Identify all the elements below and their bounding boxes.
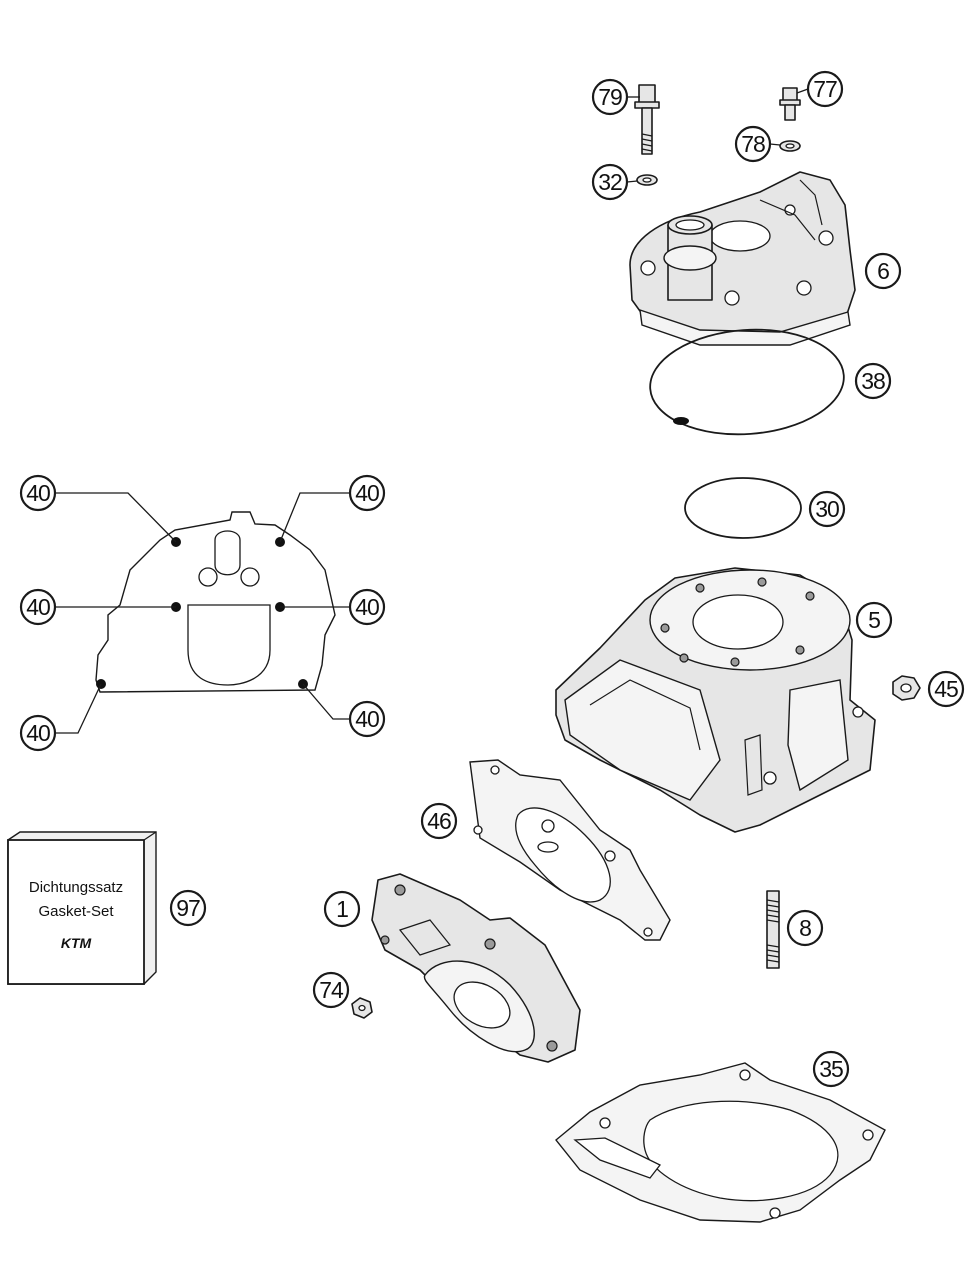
svg-text:1: 1 <box>336 896 348 922</box>
o-ring-38 <box>649 328 845 436</box>
callout-6: 6 <box>864 252 902 290</box>
callout-40-top-left: 40 <box>19 474 57 512</box>
callout-78: 78 <box>734 125 772 163</box>
callout-77: 77 <box>806 70 844 108</box>
gasket-set-label-de: Dichtungssatz <box>29 879 123 896</box>
gasket-46 <box>469 759 671 941</box>
o-ring-30 <box>684 477 802 539</box>
callout-32: 32 <box>591 163 629 201</box>
svg-text:79: 79 <box>598 84 622 110</box>
svg-text:40: 40 <box>26 480 50 506</box>
svg-text:40: 40 <box>355 594 379 620</box>
leader-lines <box>55 88 809 734</box>
callout-40-mid-left: 40 <box>19 588 57 626</box>
stud-8 <box>766 890 780 969</box>
callout-40-mid-right: 40 <box>348 588 386 626</box>
svg-text:5: 5 <box>868 607 880 633</box>
ktm-logo: KTM <box>61 935 92 951</box>
svg-text:38: 38 <box>861 368 885 394</box>
callout-8: 8 <box>786 909 824 947</box>
callout-38: 38 <box>854 362 892 400</box>
callout-46: 46 <box>420 802 458 840</box>
callout-1: 1 <box>323 890 361 928</box>
callout-40-bottom-left: 40 <box>19 714 57 752</box>
intake-flange-1 <box>371 873 581 1063</box>
svg-text:74: 74 <box>319 977 344 1003</box>
svg-text:78: 78 <box>741 131 765 157</box>
callout-5: 5 <box>855 601 893 639</box>
callout-74: 74 <box>312 971 350 1009</box>
svg-text:45: 45 <box>934 676 958 702</box>
nut-74 <box>351 997 373 1019</box>
callout-79: 79 <box>591 78 629 116</box>
svg-text:40: 40 <box>355 706 379 732</box>
bolt-77 <box>779 87 801 121</box>
svg-text:32: 32 <box>598 169 622 195</box>
callout-30: 30 <box>808 490 846 528</box>
base-gasket-35 <box>555 1062 886 1223</box>
svg-text:6: 6 <box>877 258 889 284</box>
svg-text:8: 8 <box>799 915 811 941</box>
svg-text:46: 46 <box>427 808 451 834</box>
callout-97: 97 <box>169 889 207 927</box>
cylinder-head-6 <box>629 171 856 346</box>
callout-35: 35 <box>812 1050 850 1088</box>
gasket-set-box-97: Dichtungssatz Gasket-Set KTM <box>7 831 157 985</box>
svg-text:40: 40 <box>355 480 379 506</box>
cylinder-5 <box>555 567 876 833</box>
gasket-template-40 <box>95 511 336 693</box>
callout-40-top-right: 40 <box>348 474 386 512</box>
svg-text:30: 30 <box>815 496 839 522</box>
svg-text:97: 97 <box>176 895 200 921</box>
callout-45: 45 <box>927 670 965 708</box>
gasket-set-label-en: Gasket-Set <box>38 903 114 920</box>
svg-text:40: 40 <box>26 720 50 746</box>
svg-text:40: 40 <box>26 594 50 620</box>
svg-text:77: 77 <box>813 76 837 102</box>
callout-40-bottom-right: 40 <box>348 700 386 738</box>
nut-45 <box>892 675 921 701</box>
bolt-79 <box>634 84 660 155</box>
svg-text:35: 35 <box>819 1056 843 1082</box>
